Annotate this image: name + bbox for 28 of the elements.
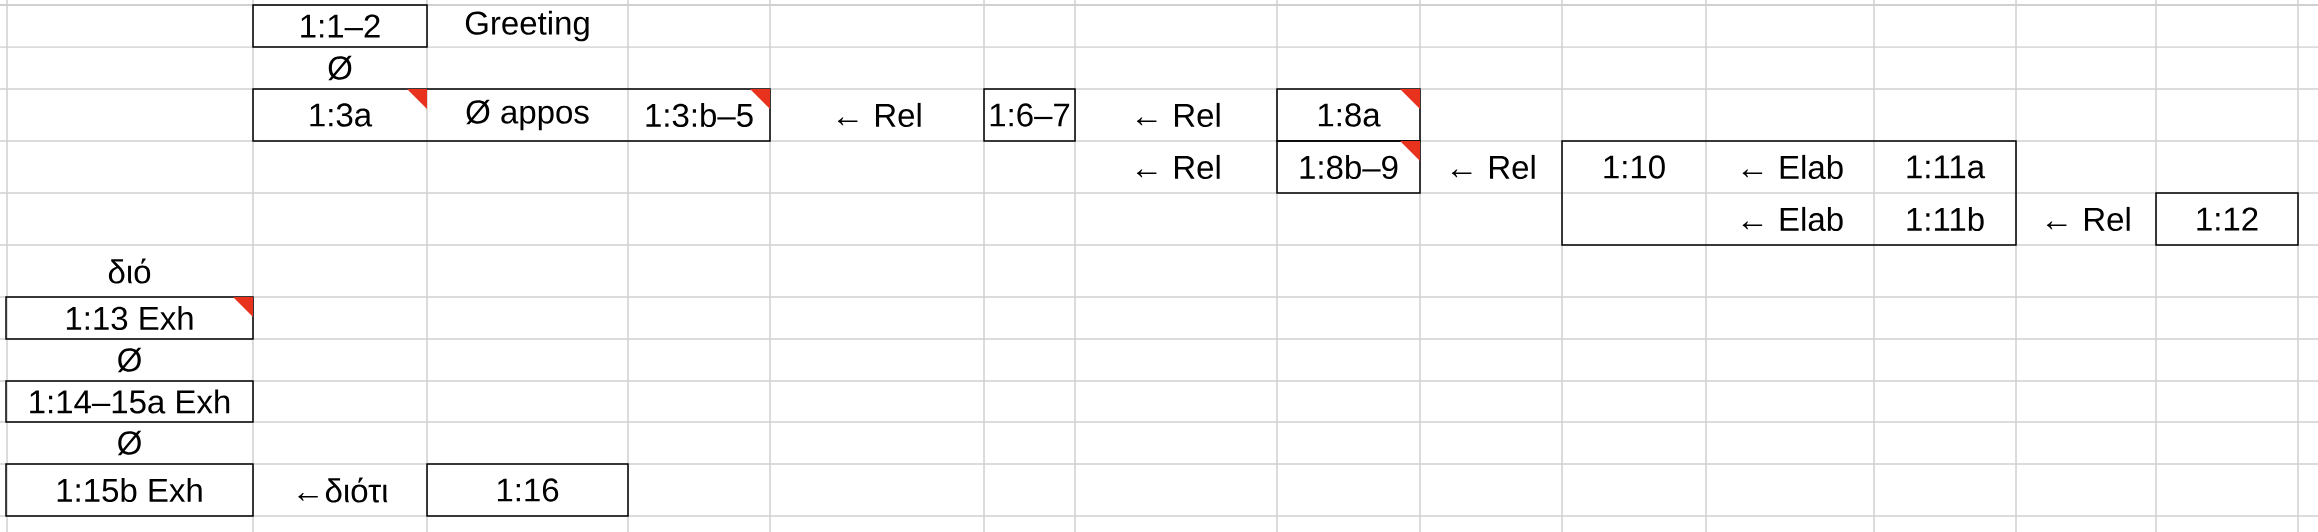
bordered-cell: 1:1–2 [252, 4, 428, 48]
cell-text: 1:3a [310, 103, 373, 127]
cell-text: ← Rel [1451, 154, 1535, 180]
cell-text: ← Elab [1742, 206, 1843, 232]
bordered-cell: 1:8a [1276, 88, 1421, 142]
cell-text: ← Rel [1136, 154, 1220, 180]
bordered-cell: 1:13 Exh [5, 296, 254, 340]
bordered-cell: 1:6–7 [983, 88, 1076, 142]
bordered-cell: 1:14–15a Exh [5, 380, 254, 423]
cell-text: διό [108, 258, 151, 284]
cell-text: 1:10 [1604, 155, 1665, 179]
cell-text: Ø appos [466, 99, 589, 131]
cell-text: ← Elab [1742, 154, 1843, 180]
cell-text: Ø [117, 347, 142, 373]
bordered-cell: 1:12 [2155, 192, 2299, 246]
cell-text: Greeting [465, 10, 589, 42]
cell-text: 1:11a [1907, 155, 1986, 179]
bordered-cell: 1:8b–9 [1276, 140, 1421, 194]
bordered-cell: 1:15b Exh [5, 463, 254, 517]
cell-text: ←διότι [298, 477, 388, 503]
cell-text: Ø [328, 55, 352, 81]
cell-text: ← Rel [1136, 102, 1220, 128]
cell-text: 1:3:b–5 [646, 102, 753, 128]
cell-text: ← Rel [2046, 206, 2130, 232]
bordered-cell: 1:16 [426, 463, 629, 517]
cell-text: 1:11b [1907, 206, 1984, 232]
cell-text: Ø [117, 430, 142, 456]
cell-text: ← Rel [837, 102, 921, 128]
